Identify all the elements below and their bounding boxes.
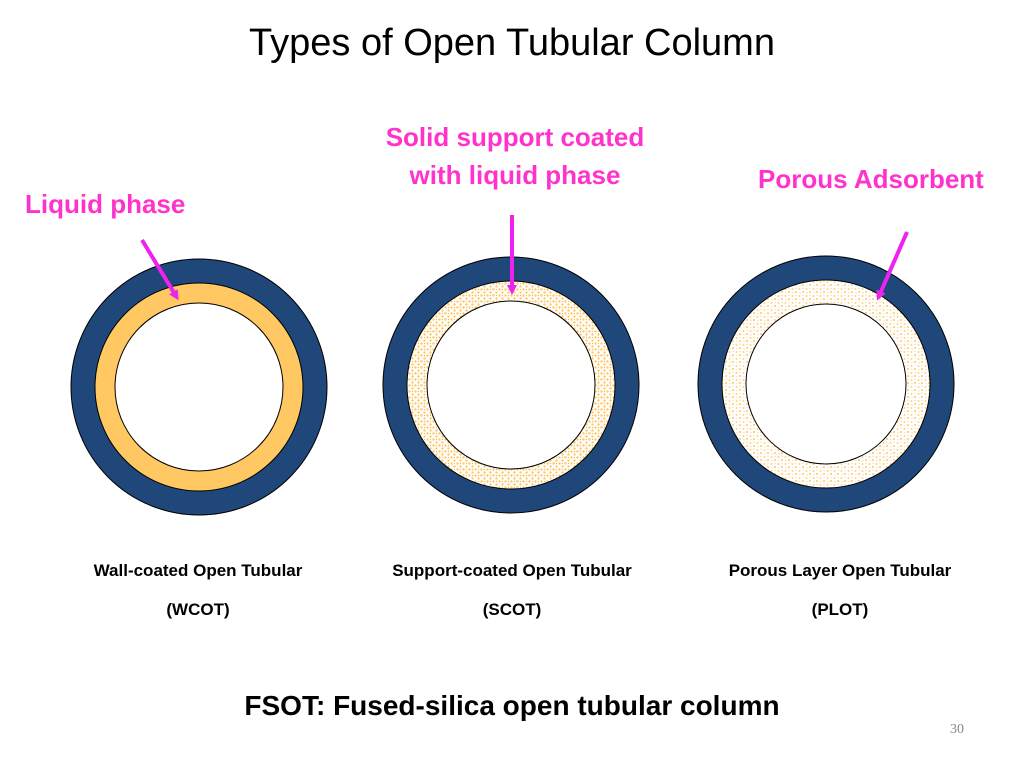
arrow-liquid-phase [140,238,179,301]
plot-cross-section [697,255,955,513]
page-number: 30 [950,722,964,737]
callout-solid-support-line1: Solid support coated [385,122,645,152]
caption-wcot-abbr: (WCOT) [166,600,230,619]
scot-bore [426,300,596,470]
scot-cross-section [382,256,640,514]
slide-title: Types of Open Tubular Column [249,22,775,64]
callout-solid-support-line2: with liquid phase [409,160,621,190]
caption-wcot-name: Wall-coated Open Tubular [93,561,303,580]
wcot-cross-section [70,258,328,516]
footer-note: FSOT: Fused-silica open tubular column [244,690,780,721]
caption-wcot: Wall-coated Open Tubular (WCOT) [48,561,348,620]
callout-porous-adsorbent: Porous Adsorbent [758,164,984,194]
callout-solid-support: Solid support coated with liquid phase [350,118,680,194]
caption-scot: Support-coated Open Tubular (SCOT) [362,561,662,620]
wcot-bore [114,302,284,472]
caption-plot-name: Porous Layer Open Tubular [728,561,952,580]
caption-plot: Porous Layer Open Tubular (PLOT) [690,561,990,620]
caption-plot-abbr: (PLOT) [811,600,869,619]
caption-scot-name: Support-coated Open Tubular [392,561,632,580]
callout-liquid-phase: Liquid phase [25,189,186,219]
arrow-porous-adsorbent [876,231,909,301]
plot-bore [745,303,907,465]
caption-scot-abbr: (SCOT) [482,600,542,619]
